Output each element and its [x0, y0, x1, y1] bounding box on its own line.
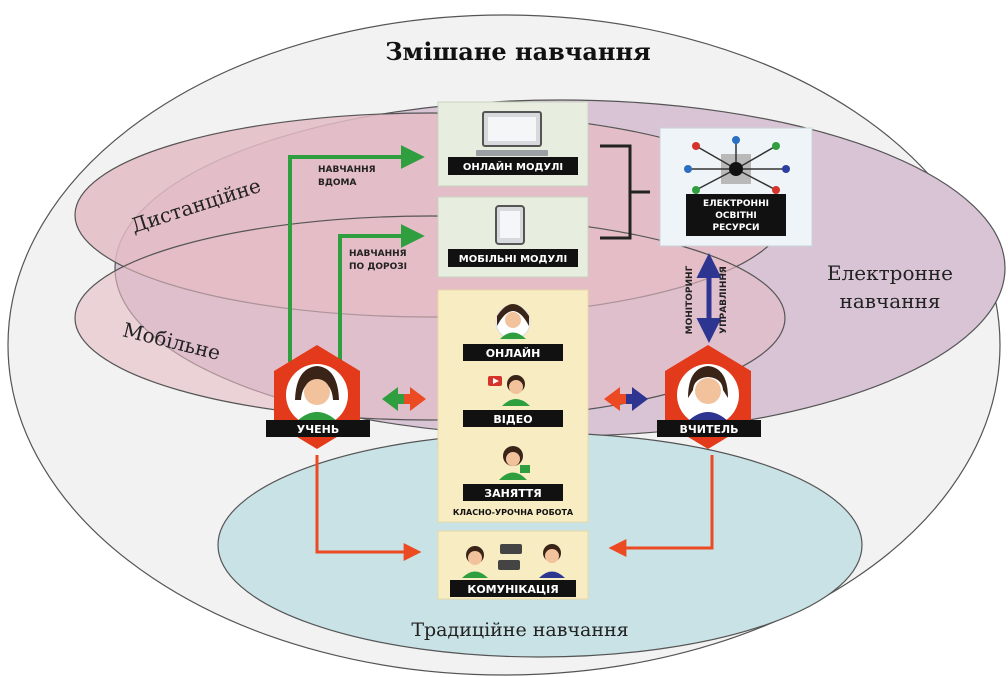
lesson-activity: ЗАНЯТТЯ КЛАСНО-УРОЧНА РОБОТА: [453, 446, 574, 517]
student-node: УЧЕНЬ: [266, 345, 370, 449]
student-communication-arrow: [315, 455, 422, 561]
student-avatar-icon: [286, 364, 348, 426]
conversation-icon: [462, 544, 565, 578]
tablet-icon: [495, 205, 525, 245]
student-activities-arrow: [382, 387, 426, 411]
online-modules-label: ОНЛАЙН МОДУЛІ: [463, 160, 563, 173]
home-path-label-line1: НАВЧАННЯ: [318, 165, 376, 175]
lesson-activity-label: ЗАНЯТТЯ: [484, 487, 541, 500]
home-path-arrow: [288, 145, 425, 362]
electronic-label-line2: навчання: [840, 289, 941, 313]
teacher-avatar-icon: [677, 364, 739, 426]
road-path-label-line2: ПО ДОРОЗІ: [349, 262, 407, 272]
teacher-label: ВЧИТЕЛЬ: [679, 423, 738, 436]
mobile-modules-label: МОБІЛЬНІ МОДУЛІ: [459, 254, 567, 265]
electronic-resources-card: ЕЛЕКТРОННІ ОСВІТНІ РЕСУРСИ: [659, 127, 813, 247]
communication-label: КОМУНІКАЦІЯ: [467, 583, 558, 596]
road-path-arrow: [338, 224, 425, 362]
desktop-computer-icon: [476, 111, 548, 156]
road-path-label-line1: НАВЧАННЯ: [349, 249, 407, 259]
student-label: УЧЕНЬ: [297, 423, 339, 436]
resources-label-line1: ЕЛЕКТРОННІ: [703, 199, 769, 209]
teacher-communication-arrow: [608, 455, 714, 557]
network-hub-icon: [684, 136, 790, 194]
video-person-icon: [488, 375, 530, 406]
headset-person-icon: [495, 304, 531, 340]
communication-card: КОМУНІКАЦІЯ: [437, 530, 589, 600]
classroom-person-icon: [499, 446, 530, 480]
electronic-label-line1: Електронне: [827, 261, 953, 285]
traditional-label: Традиційне навчання: [411, 619, 628, 641]
monitoring-label: МОНІТОРИНГ: [685, 265, 695, 334]
teacher-node: ВЧИТЕЛЬ: [657, 345, 761, 449]
management-label: УПРАВЛІННЯ: [719, 266, 729, 334]
online-modules-card: ОНЛАЙН МОДУЛІ: [437, 101, 589, 187]
home-path-label-line2: ВДОМА: [318, 178, 356, 188]
resources-label-line3: РЕСУРСИ: [712, 223, 759, 233]
diagram-title: Змішане навчання: [385, 37, 651, 66]
online-activity-label: ОНЛАЙН: [486, 347, 541, 360]
mobile-modules-card: МОБІЛЬНІ МОДУЛІ: [437, 196, 589, 278]
video-activity-label: ВІДЕО: [493, 413, 532, 426]
resources-label-line2: ОСВІТНІ: [715, 211, 756, 221]
video-activity: ВІДЕО: [463, 375, 563, 427]
online-activity: ОНЛАЙН: [463, 304, 563, 361]
lesson-note-label: КЛАСНО-УРОЧНА РОБОТА: [453, 508, 574, 517]
modules-bracket: [600, 144, 650, 240]
teacher-activities-arrow: [604, 387, 648, 411]
mobile-learning-ellipse: [74, 215, 786, 421]
